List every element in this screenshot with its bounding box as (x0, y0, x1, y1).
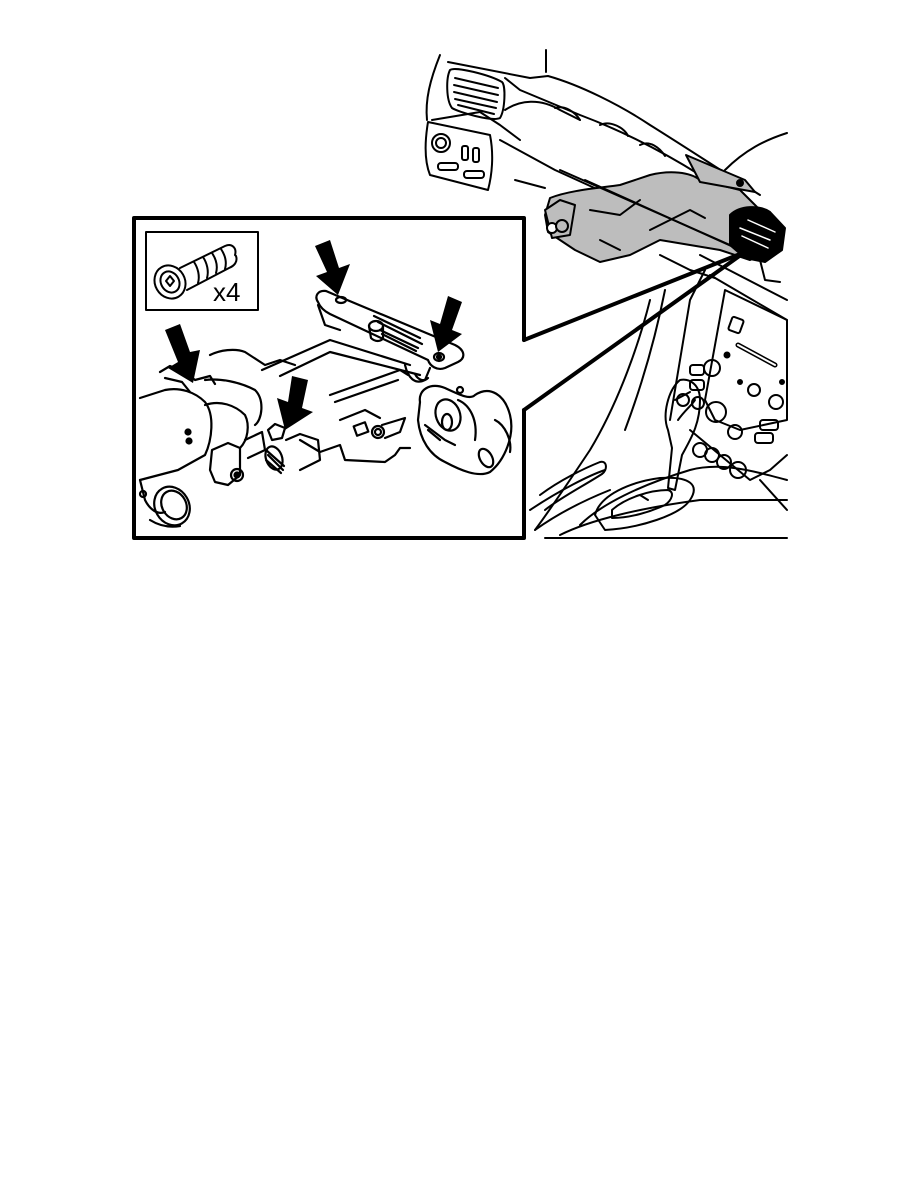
air-vent-icon (446, 68, 506, 120)
shift-gate (544, 465, 788, 539)
arrow-down-icon (277, 376, 313, 430)
tension-spring (264, 445, 286, 475)
detail-inset-frame (132, 216, 526, 540)
callout-lines (522, 250, 747, 412)
bolt-legend (145, 231, 259, 311)
bolt-location-arrows (165, 240, 462, 430)
dashboard-overview (424, 49, 788, 539)
arrow-down-icon (315, 240, 350, 295)
universal-joint (416, 384, 513, 476)
torx-bolt-icon (153, 244, 238, 300)
arrow-down-icon (165, 324, 200, 383)
steering-column-detail (138, 289, 513, 528)
center-stack (676, 289, 788, 511)
steering-column-figure: x4 (0, 0, 918, 560)
light-switch-panel (424, 121, 494, 191)
bolt-quantity-label: x4 (213, 277, 241, 307)
gear-shifter (664, 378, 701, 491)
blank-page-area (0, 560, 918, 1188)
handbrake-lever (529, 460, 611, 531)
arrow-down-icon (430, 296, 462, 352)
steering-column-overview (544, 154, 786, 263)
